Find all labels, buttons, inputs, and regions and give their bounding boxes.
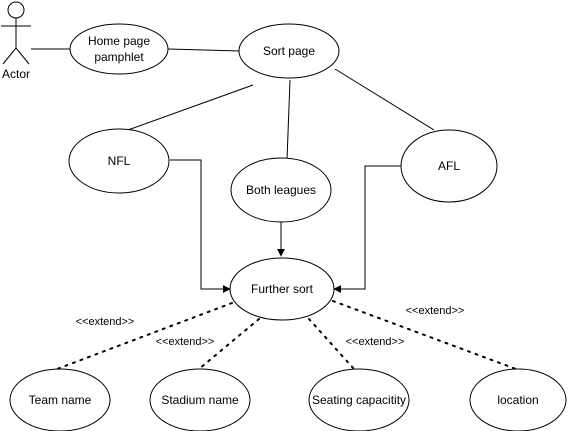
extend-label-2: <<extend>> [156, 336, 215, 348]
sort-afl-link [334, 68, 435, 131]
use-case-stadium-name[interactable]: Stadium name [149, 368, 251, 431]
both-leagues-label: Both leagues [246, 183, 316, 197]
seating-capacity-label: Seating capacitity [312, 393, 406, 407]
nfl-to-further-arrow [170, 159, 231, 293]
actor-label: Actor [2, 67, 30, 81]
actor-head [7, 1, 25, 19]
team-name-label: Team name [29, 393, 92, 407]
extend-label-1: <<extend>> [76, 316, 135, 328]
extend-location-line [332, 300, 517, 370]
use-case-both-leagues[interactable]: Both leagues [230, 157, 332, 223]
afl-label: AFL [438, 159, 460, 173]
extend-seating-line [308, 318, 355, 370]
extend-team-line [56, 302, 233, 370]
actor[interactable]: Actor [1, 1, 31, 81]
home-page-line2: pamphlet [94, 50, 144, 64]
actor-right-leg [15, 47, 30, 65]
location-label: location [497, 393, 538, 407]
use-case-afl[interactable]: AFL [400, 129, 498, 203]
use-case-further-sort[interactable]: Further sort [229, 257, 335, 321]
use-case-seating-capacity[interactable]: Seating capacitity [308, 368, 410, 431]
sort-both-link [286, 79, 291, 161]
use-case-home-page[interactable]: Home page pamphlet [69, 23, 169, 75]
extend-stadium-line [198, 318, 260, 370]
stadium-name-label: Stadium name [161, 393, 239, 407]
further-sort-label: Further sort [251, 282, 314, 296]
sort-page-label: Sort page [263, 44, 315, 58]
sort-nfl-link [127, 84, 254, 131]
home-sort-link [167, 48, 241, 52]
use-case-team-name[interactable]: Team name [9, 368, 111, 431]
use-case-nfl[interactable]: NFL [68, 128, 170, 194]
extend-label-3: <<extend>> [346, 336, 405, 348]
nfl-label: NFL [108, 154, 131, 168]
afl-to-further-arrow [333, 165, 401, 293]
actor-left-leg [2, 47, 17, 65]
extend-label-4: <<extend>> [406, 305, 465, 317]
home-page-line1: Home page [88, 34, 150, 48]
use-case-sort-page[interactable]: Sort page [238, 23, 340, 79]
use-case-location[interactable]: location [469, 368, 567, 431]
